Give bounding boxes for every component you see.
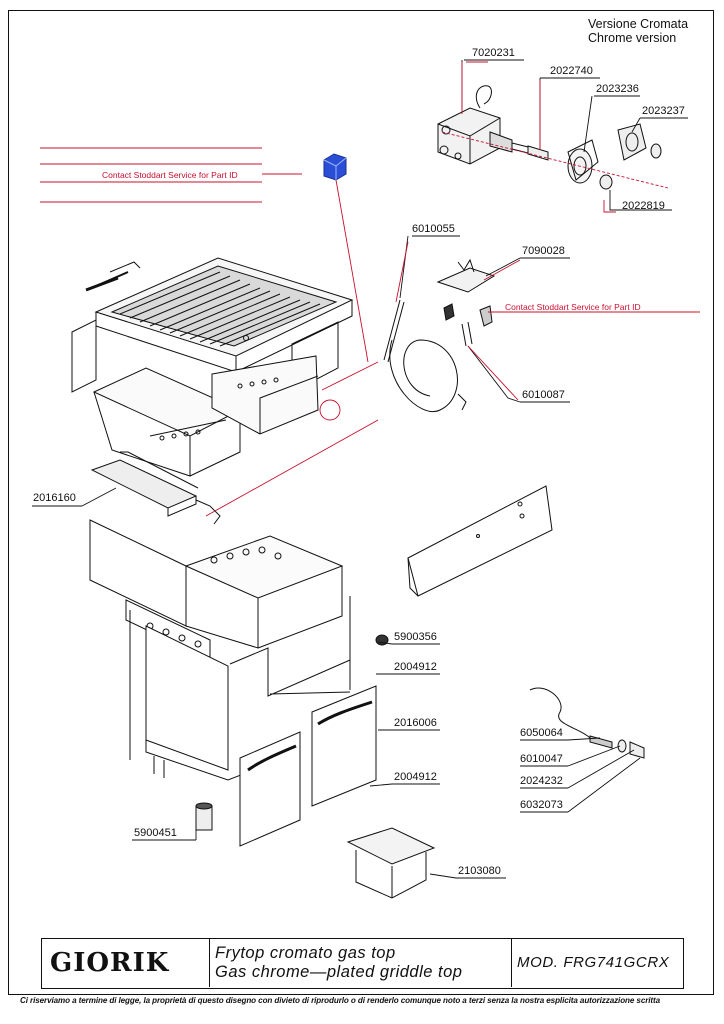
gas-valve-assembly <box>437 85 549 165</box>
front-panel <box>407 485 553 597</box>
drawing-frame <box>8 10 714 995</box>
black-leader-lines <box>32 59 688 879</box>
red-leader-lines <box>205 61 700 517</box>
part-label: 2016160 <box>33 492 76 504</box>
service-note-right: Contact Stoddart Service for Part ID <box>505 302 641 312</box>
part-label: 6010047 <box>520 753 563 765</box>
part-label: 7020231 <box>472 47 515 59</box>
knob-ring-part <box>567 139 599 184</box>
pilot-burner-assembly <box>383 258 496 413</box>
description-cell: Frytop cromato gas top Gas chrome—plated… <box>209 939 512 987</box>
model-number: MOD. FRG741GCRX <box>517 954 670 971</box>
part-label: 5900451 <box>134 827 177 839</box>
part-label: 2024232 <box>520 775 563 787</box>
logo-cell: GIORIK <box>42 939 210 987</box>
foot-part <box>195 802 213 831</box>
part-label: 2023236 <box>596 83 639 95</box>
model-cell: MOD. FRG741GCRX <box>511 939 683 987</box>
description-english: Gas chrome—plated griddle top <box>215 963 463 981</box>
fat-container <box>346 827 436 899</box>
title-block: GIORIK Frytop cromato gas top Gas chrome… <box>41 938 684 989</box>
cabinet-doors <box>239 685 377 847</box>
part-label: 2004912 <box>394 771 437 783</box>
knob-bezel-part <box>599 123 662 190</box>
thermocouple-kit <box>529 687 645 759</box>
burner-cap-part <box>323 153 347 181</box>
part-label: 6010087 <box>522 389 565 401</box>
version-english: Chrome version <box>588 31 677 45</box>
part-label: 2023237 <box>642 105 685 117</box>
part-label: 2016006 <box>394 717 437 729</box>
version-label: Versione Cromata Chrome version <box>588 17 688 45</box>
part-label: 6032073 <box>520 799 563 811</box>
part-label: 2004912 <box>394 661 437 673</box>
service-note-left: Contact Stoddart Service for Part ID <box>102 170 238 180</box>
drip-tray <box>90 451 221 525</box>
part-label: 2022740 <box>550 65 593 77</box>
description-italian: Frytop cromato gas top <box>215 944 396 962</box>
part-label: 2022819 <box>622 200 665 212</box>
burner-housing <box>92 355 319 477</box>
cabinet-body <box>89 519 351 781</box>
copyright-footer: Ci riserviamo a termine di legge, la pro… <box>20 996 661 1005</box>
version-italian: Versione Cromata <box>588 17 689 31</box>
part-label: 5900356 <box>394 631 437 643</box>
griddle-top <box>85 257 354 373</box>
part-label: 6050064 <box>520 727 563 739</box>
part-label: 7090028 <box>522 245 565 257</box>
service-note-lines-left <box>40 147 302 203</box>
brand-logo: GIORIK <box>50 948 170 978</box>
part-label: 2103080 <box>458 865 501 877</box>
part-label: 6010055 <box>412 223 455 235</box>
